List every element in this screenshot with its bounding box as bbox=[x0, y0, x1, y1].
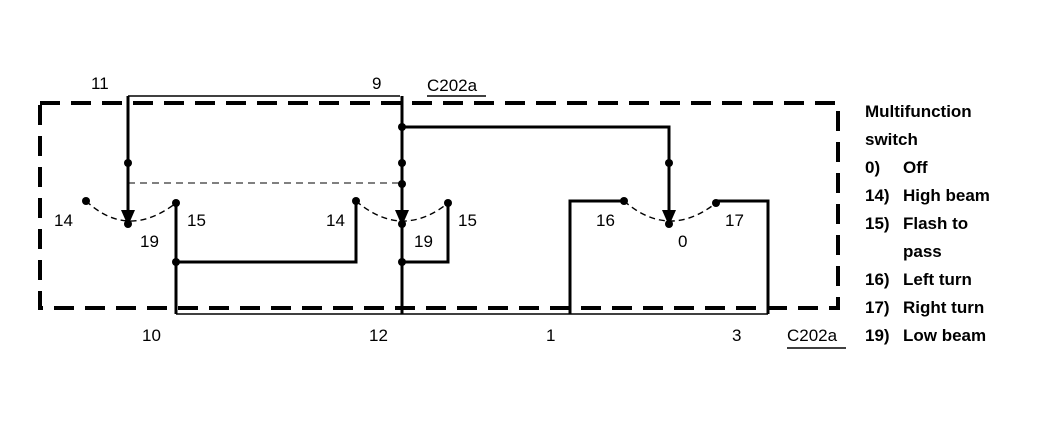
pin-3-label: 3 bbox=[732, 326, 741, 345]
switch-c-left-label: 16 bbox=[596, 211, 615, 230]
wire-switch-b-15 bbox=[402, 203, 450, 264]
wire-to-switch-c bbox=[402, 125, 671, 222]
legend-num-right-turn: 17) bbox=[865, 298, 890, 317]
arrow-switch-a bbox=[121, 210, 135, 226]
connector-label-bottom: C202a bbox=[787, 326, 838, 345]
wire-switch-c-16 bbox=[568, 199, 624, 314]
arrow-switch-c bbox=[662, 210, 676, 226]
switch-c-right-label: 17 bbox=[725, 211, 744, 230]
legend-text-flash: Flash to bbox=[903, 214, 968, 233]
arrow-switch-b bbox=[395, 210, 409, 226]
legend-num-low-beam: 19) bbox=[865, 326, 890, 345]
pin-12-label: 12 bbox=[369, 326, 388, 345]
wire-switch-c-17 bbox=[716, 199, 770, 314]
pin-10-label: 10 bbox=[142, 326, 161, 345]
switch-b-center-label: 19 bbox=[414, 232, 433, 251]
legend-text-low-beam: Low beam bbox=[903, 326, 986, 345]
switch-c-center-label: 0 bbox=[678, 232, 687, 251]
legend-title-line1: Multifunction bbox=[865, 102, 972, 121]
legend-text-off: Off bbox=[903, 158, 928, 177]
wire-cross-link bbox=[176, 201, 358, 264]
pin-1-label: 1 bbox=[546, 326, 555, 345]
legend-text-high-beam: High beam bbox=[903, 186, 990, 205]
legend-title-line2: switch bbox=[865, 130, 918, 149]
connector-label-top: C202a bbox=[427, 76, 478, 95]
switch-b-right-label: 15 bbox=[458, 211, 477, 230]
switch-a-center-label: 19 bbox=[140, 232, 159, 251]
legend-text-left-turn: Left turn bbox=[903, 270, 972, 289]
legend: Multifunction switch 0) Off 14) High bea… bbox=[865, 102, 990, 345]
switch-a-arc bbox=[85, 200, 177, 222]
pin-11-label: 11 bbox=[91, 74, 109, 93]
switch-enclosure bbox=[38, 101, 840, 310]
switch-b-left-label: 14 bbox=[326, 211, 345, 230]
legend-num-off: 0) bbox=[865, 158, 880, 177]
legend-num-high-beam: 14) bbox=[865, 186, 890, 205]
legend-text-pass: pass bbox=[903, 242, 942, 261]
legend-num-left-turn: 16) bbox=[865, 270, 890, 289]
junction-dots bbox=[82, 123, 720, 266]
switch-a-right-label: 15 bbox=[187, 211, 206, 230]
switch-a-left-label: 14 bbox=[54, 211, 73, 230]
legend-text-right-turn: Right turn bbox=[903, 298, 984, 317]
legend-num-flash: 15) bbox=[865, 214, 890, 233]
pin-9-label: 9 bbox=[372, 74, 381, 93]
